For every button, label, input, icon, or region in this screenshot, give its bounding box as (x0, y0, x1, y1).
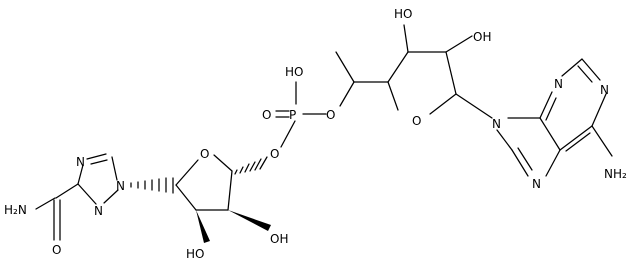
bond-triazole-c3-n2 (77, 183, 97, 205)
bond-o-ch (339, 81, 355, 107)
bond-r-c4-c3 (387, 51, 409, 83)
bond-r-c1-n9 (455, 93, 493, 119)
bond-c6-c5 (559, 125, 593, 151)
label-right-oh-3: HO (394, 7, 412, 21)
bond-triazole-n4-c3 (77, 164, 84, 185)
label-ribose-o: O (200, 147, 209, 161)
bond-triazole-n1-c5 (111, 156, 118, 181)
bond-c6-c5-b (565, 132, 591, 152)
bond-c4-n3 (539, 91, 553, 119)
label-triazole-n4: N (76, 155, 85, 169)
bond-triazole-c5-n4 (86, 153, 107, 160)
bond-ch-methyl (335, 51, 355, 83)
bond-n9-c8 (496, 129, 513, 151)
atom-labels: H₂N O N N N O HO OH O P O HO O O HO OH N… (4, 7, 627, 261)
bond-c4-n3-b (545, 97, 557, 121)
bond-r-c4-o (387, 81, 399, 111)
bond-rib-c3-c4 (227, 170, 233, 211)
bond-n7-c5 (545, 149, 561, 177)
label-triazole-n1: N (116, 179, 125, 193)
label-purine-n7: N (532, 177, 541, 191)
label-phosphoryl-o: O (262, 108, 271, 122)
bond-carbonyl-c3 (55, 183, 79, 199)
label-triazole-n2: N (94, 204, 103, 218)
label-purine-n1: N (600, 83, 609, 97)
label-phosphate-ester-o: O (270, 147, 279, 161)
bond-c4-o-hashed (234, 156, 268, 175)
label-right-oh-2: OH (473, 30, 491, 44)
label-ribose-oh-3: OH (270, 232, 288, 246)
bond-rib-o-c4 (213, 154, 233, 172)
bond-c6-nh2 (591, 125, 613, 157)
bonds (35, 24, 613, 243)
bond-r-c3-oh (403, 24, 409, 53)
label-right-ring-o: O (412, 114, 421, 128)
bond-c8-n7-b (517, 147, 533, 171)
label-adenine-nh2: NH₂ (604, 167, 627, 181)
bond-nh2-carbonyl (35, 197, 56, 210)
bond-c5-c4 (539, 117, 561, 151)
bond-n1-c6 (591, 93, 607, 127)
bond-r-o-c1 (429, 93, 457, 115)
bond-triazole-c5-n4-b (90, 159, 108, 165)
bond-triazole-n2-n1 (103, 189, 119, 204)
bond-rib-c1-c2 (175, 184, 197, 211)
bond-rib-c3-oh-wedge (228, 210, 271, 231)
bond-n1-c1-hashed (130, 177, 174, 194)
label-phosphorus: P (289, 108, 296, 122)
label-phosphate-oh: HO (285, 65, 303, 79)
bond-n3-c2 (561, 58, 583, 77)
bond-rib-c2-oh-wedge (196, 210, 210, 243)
label-purine-n3: N (554, 77, 563, 91)
label-linker-o: O (326, 108, 335, 122)
label-amide-o: O (52, 243, 61, 257)
bond-c8-n7-a (511, 149, 529, 177)
bond-c2-n1 (581, 58, 601, 81)
bond-r-c2-c1 (445, 51, 457, 95)
label-amide-nh2: H₂N (4, 203, 27, 217)
label-ribose-oh-2: HO (186, 247, 204, 261)
label-purine-n9: N (492, 117, 501, 131)
bond-o-p (280, 120, 296, 148)
bond-c2-n1-b (577, 65, 593, 83)
bond-r-c2-oh (445, 35, 473, 53)
bond-rib-c1-o (175, 159, 199, 186)
